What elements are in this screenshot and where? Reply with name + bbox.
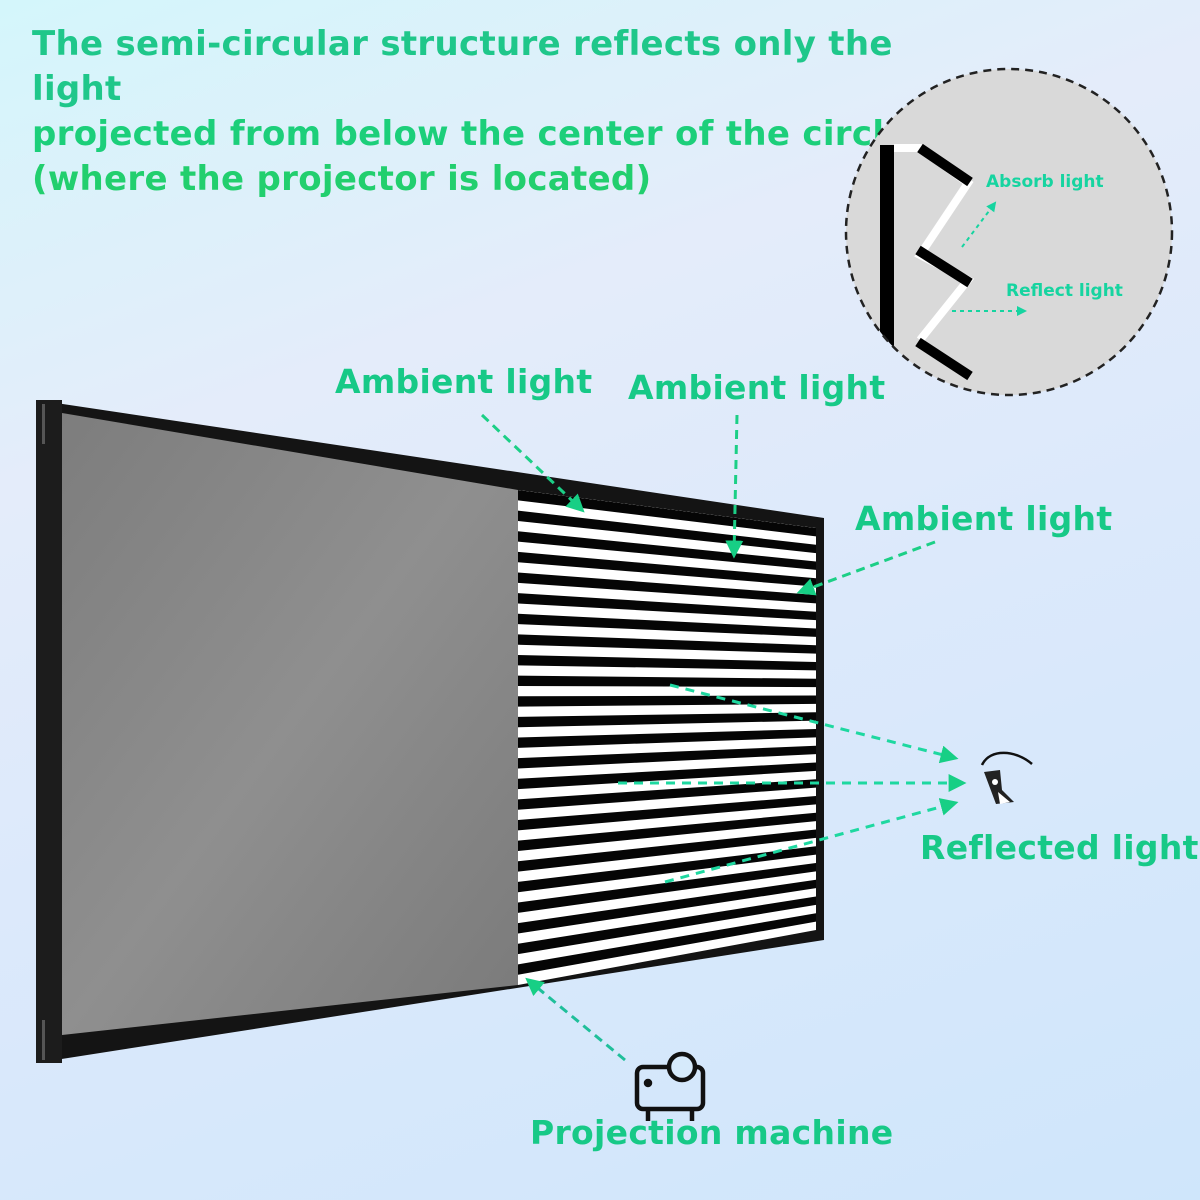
- reflect-light-label: Reflect light: [1006, 281, 1123, 301]
- striped-section: [518, 490, 816, 975]
- ambient-arrows: [480, 413, 936, 596]
- headline-line-1: The semi-circular structure reflects onl…: [32, 24, 893, 109]
- reflected-arrows: [618, 683, 967, 884]
- eye-icon: [980, 751, 1033, 804]
- projector-icon: [634, 1051, 706, 1121]
- reflected-light-label: Reflected light: [920, 828, 1199, 867]
- ambient-light-label-2: Ambient light: [628, 368, 886, 407]
- headline: The semi-circular structure reflects onl…: [32, 22, 932, 202]
- absorb-light-label: Absorb light: [986, 172, 1104, 192]
- ambient-light-label-3: Ambient light: [855, 499, 1113, 538]
- ambient-light-label-1: Ambient light: [335, 362, 593, 401]
- headline-line-3: (where the projector is located): [32, 159, 652, 199]
- headline-line-2: projected from below the center of the c…: [32, 114, 908, 154]
- projector-arrow: [525, 977, 626, 1062]
- gray-panel: [62, 413, 518, 1035]
- inset-detail: [844, 67, 1174, 397]
- projector-screen: [36, 400, 824, 1063]
- projection-machine-label: Projection machine: [530, 1113, 894, 1152]
